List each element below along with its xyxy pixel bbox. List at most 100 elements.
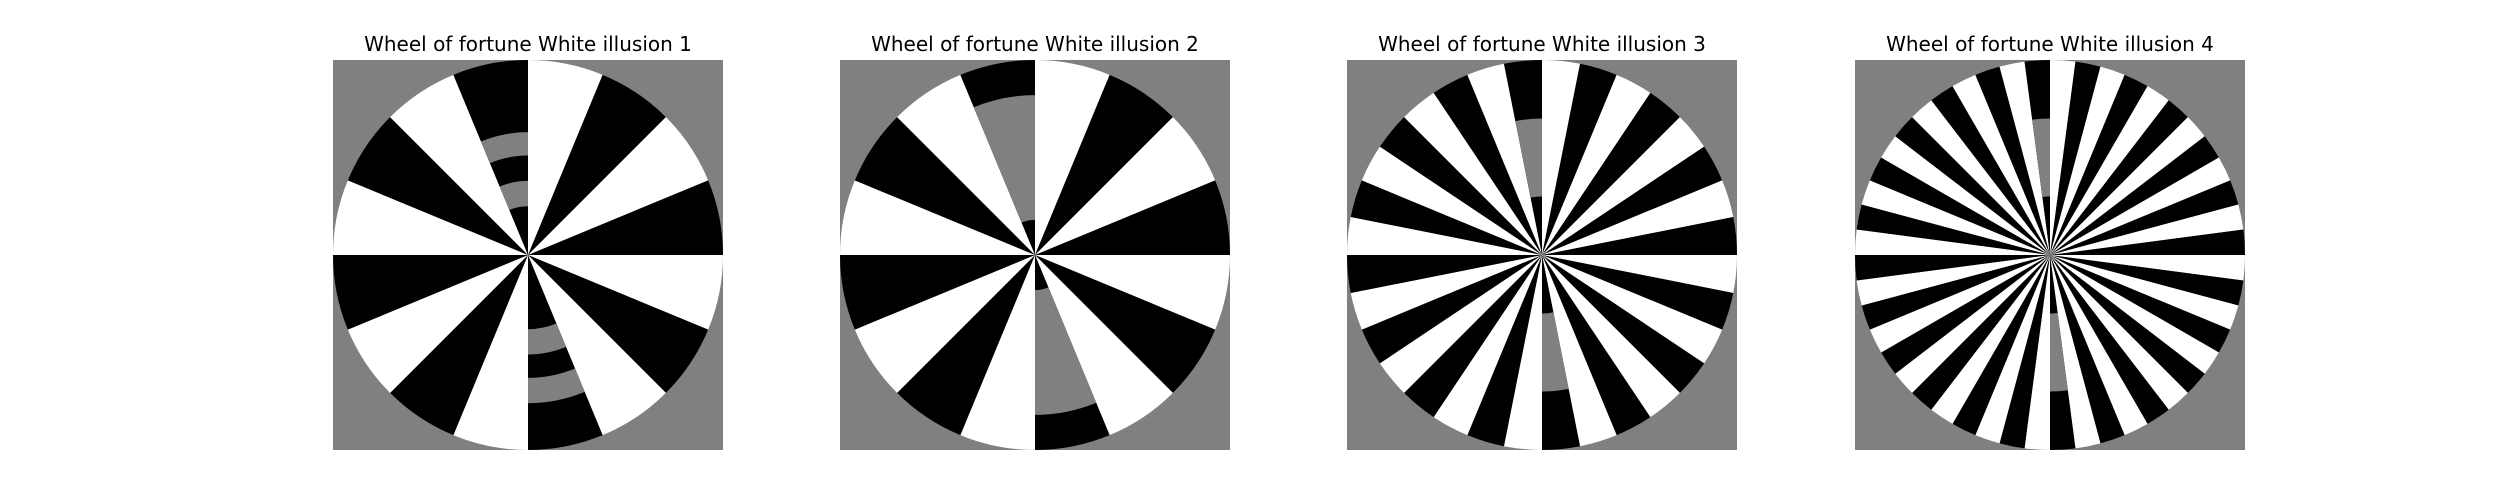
panel-title: Wheel of fortune White illusion 4 <box>1886 32 2214 56</box>
wheel-sector <box>390 74 528 255</box>
gray-ring-arc <box>528 323 567 355</box>
wheel-sector <box>528 255 666 436</box>
wheel-sector <box>1542 146 1723 255</box>
wheel-sector <box>347 255 528 393</box>
wheel-sector <box>528 255 709 393</box>
wheel-sector <box>333 255 528 330</box>
wheel-sector <box>2050 255 2169 424</box>
wheel-sector <box>1433 255 1542 436</box>
wheel-sector <box>1379 117 1542 255</box>
wheel-sector <box>1542 255 1723 364</box>
wheel-sector <box>1542 255 1705 393</box>
wheel-sector <box>1542 117 1705 255</box>
wheel-sector <box>1350 255 1542 330</box>
wheel-sector <box>2050 229 2245 255</box>
gray-ring-arc <box>1515 118 1542 198</box>
gray-ring-arc <box>480 132 528 164</box>
gray-ring-arc <box>528 368 585 404</box>
wheel-sector <box>528 180 723 255</box>
wheel-sector <box>2050 204 2244 255</box>
wheel-illusion-4 <box>1855 60 2245 450</box>
wheel-sector <box>2050 255 2205 393</box>
wheel-sector <box>453 255 528 450</box>
wheel-sector <box>1895 117 2050 255</box>
wheel-sector <box>2050 74 2148 255</box>
wheel-sector <box>897 74 1035 255</box>
wheel-sector <box>528 74 666 255</box>
gray-ring-arc <box>1035 287 1097 415</box>
wheel-sector <box>1952 74 2050 255</box>
wheel-sector <box>2050 66 2125 255</box>
wheel-sector <box>1975 66 2050 255</box>
wheel-sector <box>2050 86 2169 255</box>
wheel-sector <box>1467 63 1542 255</box>
wheel-sector <box>1035 255 1230 330</box>
wheel-sector <box>1379 255 1542 393</box>
wheel-sector <box>1912 100 2050 255</box>
panel-title: Wheel of fortune White illusion 1 <box>364 32 692 56</box>
panel-title: Wheel of fortune White illusion 2 <box>871 32 1199 56</box>
wheel-sector <box>1855 255 2050 281</box>
wheel-sector <box>1881 136 2050 255</box>
wheel-sector <box>1931 255 2050 424</box>
wheel-sector <box>960 255 1035 450</box>
gray-ring-arc <box>2032 118 2050 198</box>
panel-4: Wheel of fortune White illusion 4 <box>1855 0 2245 460</box>
wheel-sector <box>1035 74 1173 255</box>
wheel-sector <box>2050 255 2231 353</box>
wheel-sector <box>1035 117 1216 255</box>
wheel-sector <box>2050 255 2148 436</box>
wheel-sector <box>1952 255 2050 436</box>
wheel-sector <box>528 117 709 255</box>
wheel-sector <box>2050 255 2125 444</box>
wheel-illusion-2 <box>840 60 1230 450</box>
wheel-sector <box>840 255 1035 330</box>
wheel-sector <box>1542 180 1734 255</box>
wheel-sector <box>2050 255 2239 330</box>
wheel-sector <box>1861 255 2050 330</box>
wheel-sector <box>2050 60 2076 255</box>
wheel-sector <box>1347 255 1542 294</box>
wheel-illusion-3 <box>1347 60 1737 450</box>
wheel-sector <box>528 255 723 330</box>
wheel-sector <box>1931 86 2050 255</box>
wheel-sector <box>1035 180 1230 255</box>
panel-2: Wheel of fortune White illusion 2 <box>840 0 1230 460</box>
wheel-sector <box>1881 255 2050 374</box>
wheel-sector <box>2050 255 2188 410</box>
wheel-sector <box>2050 136 2219 255</box>
wheel-sector <box>1361 146 1542 255</box>
wheel-sector <box>1542 255 1680 418</box>
wheel-sector <box>1350 180 1542 255</box>
wheel-sector <box>1347 216 1542 255</box>
panel-1: Wheel of fortune White illusion 1 <box>333 0 723 460</box>
wheel-sector <box>1035 60 1110 255</box>
wheel-sector <box>1361 255 1542 364</box>
wheel-sector <box>2050 255 2245 281</box>
wheel-sector <box>1035 255 1173 436</box>
wheel-sector <box>1999 61 2050 256</box>
gray-ring-arc <box>973 95 1035 223</box>
wheel-sector <box>1542 92 1680 255</box>
panel-3: Wheel of fortune White illusion 3 <box>1347 0 1737 460</box>
wheel-sector <box>1542 63 1617 255</box>
wheel-sector <box>2050 117 2205 255</box>
wheel-sector <box>1542 255 1737 294</box>
wheel-sector <box>1861 180 2050 255</box>
wheel-sector <box>1895 255 2050 393</box>
wheel-sector <box>2050 180 2239 255</box>
wheel-sector <box>1433 74 1542 255</box>
wheel-sector <box>1856 204 2050 255</box>
wheel-sector <box>1542 255 1651 436</box>
gray-ring-arc <box>2050 312 2068 392</box>
wheel-sector <box>1869 157 2050 255</box>
wheel-sector <box>1542 255 1617 447</box>
wheel-sector <box>390 255 528 436</box>
wheel-illusion-1 <box>333 60 723 450</box>
wheel-sector <box>2050 255 2244 306</box>
wheel-sector <box>1404 92 1542 255</box>
gray-ring-arc <box>499 180 528 210</box>
wheel-sector <box>1856 255 2050 306</box>
wheel-sector <box>854 255 1035 393</box>
wheel-sector <box>1404 255 1542 418</box>
